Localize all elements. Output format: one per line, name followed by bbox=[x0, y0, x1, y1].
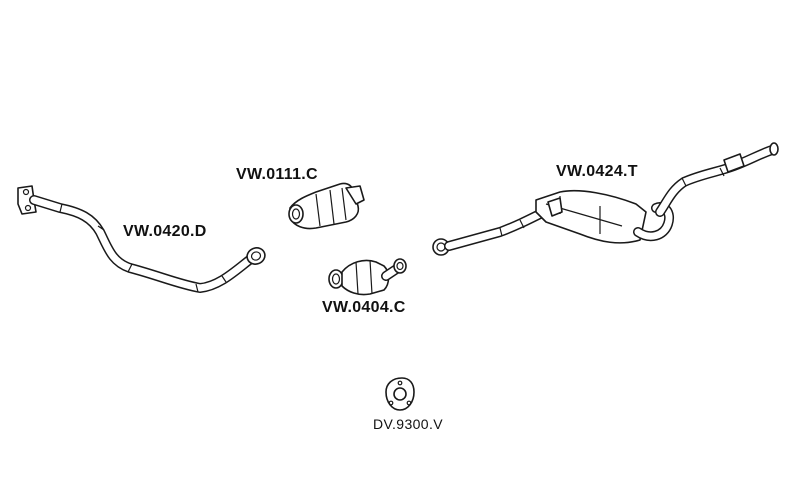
part-label-vw-0404-c: VW.0404.C bbox=[322, 299, 406, 316]
part-vw-0420-d[interactable] bbox=[17, 185, 267, 293]
part-label-vw-0420-d: VW.0420.D bbox=[123, 223, 207, 240]
part-label-vw-0111-c: VW.0111.C bbox=[236, 166, 318, 183]
part-label-dv-9300-v: DV.9300.V bbox=[373, 416, 444, 432]
part-vw-0404-c[interactable] bbox=[328, 258, 407, 296]
part-dv-9300-v[interactable] bbox=[385, 377, 415, 411]
part-vw-0111-c[interactable] bbox=[288, 182, 365, 230]
part-vw-0424-t[interactable] bbox=[432, 142, 779, 256]
part-label-vw-0424-t: VW.0424.T bbox=[556, 163, 638, 180]
